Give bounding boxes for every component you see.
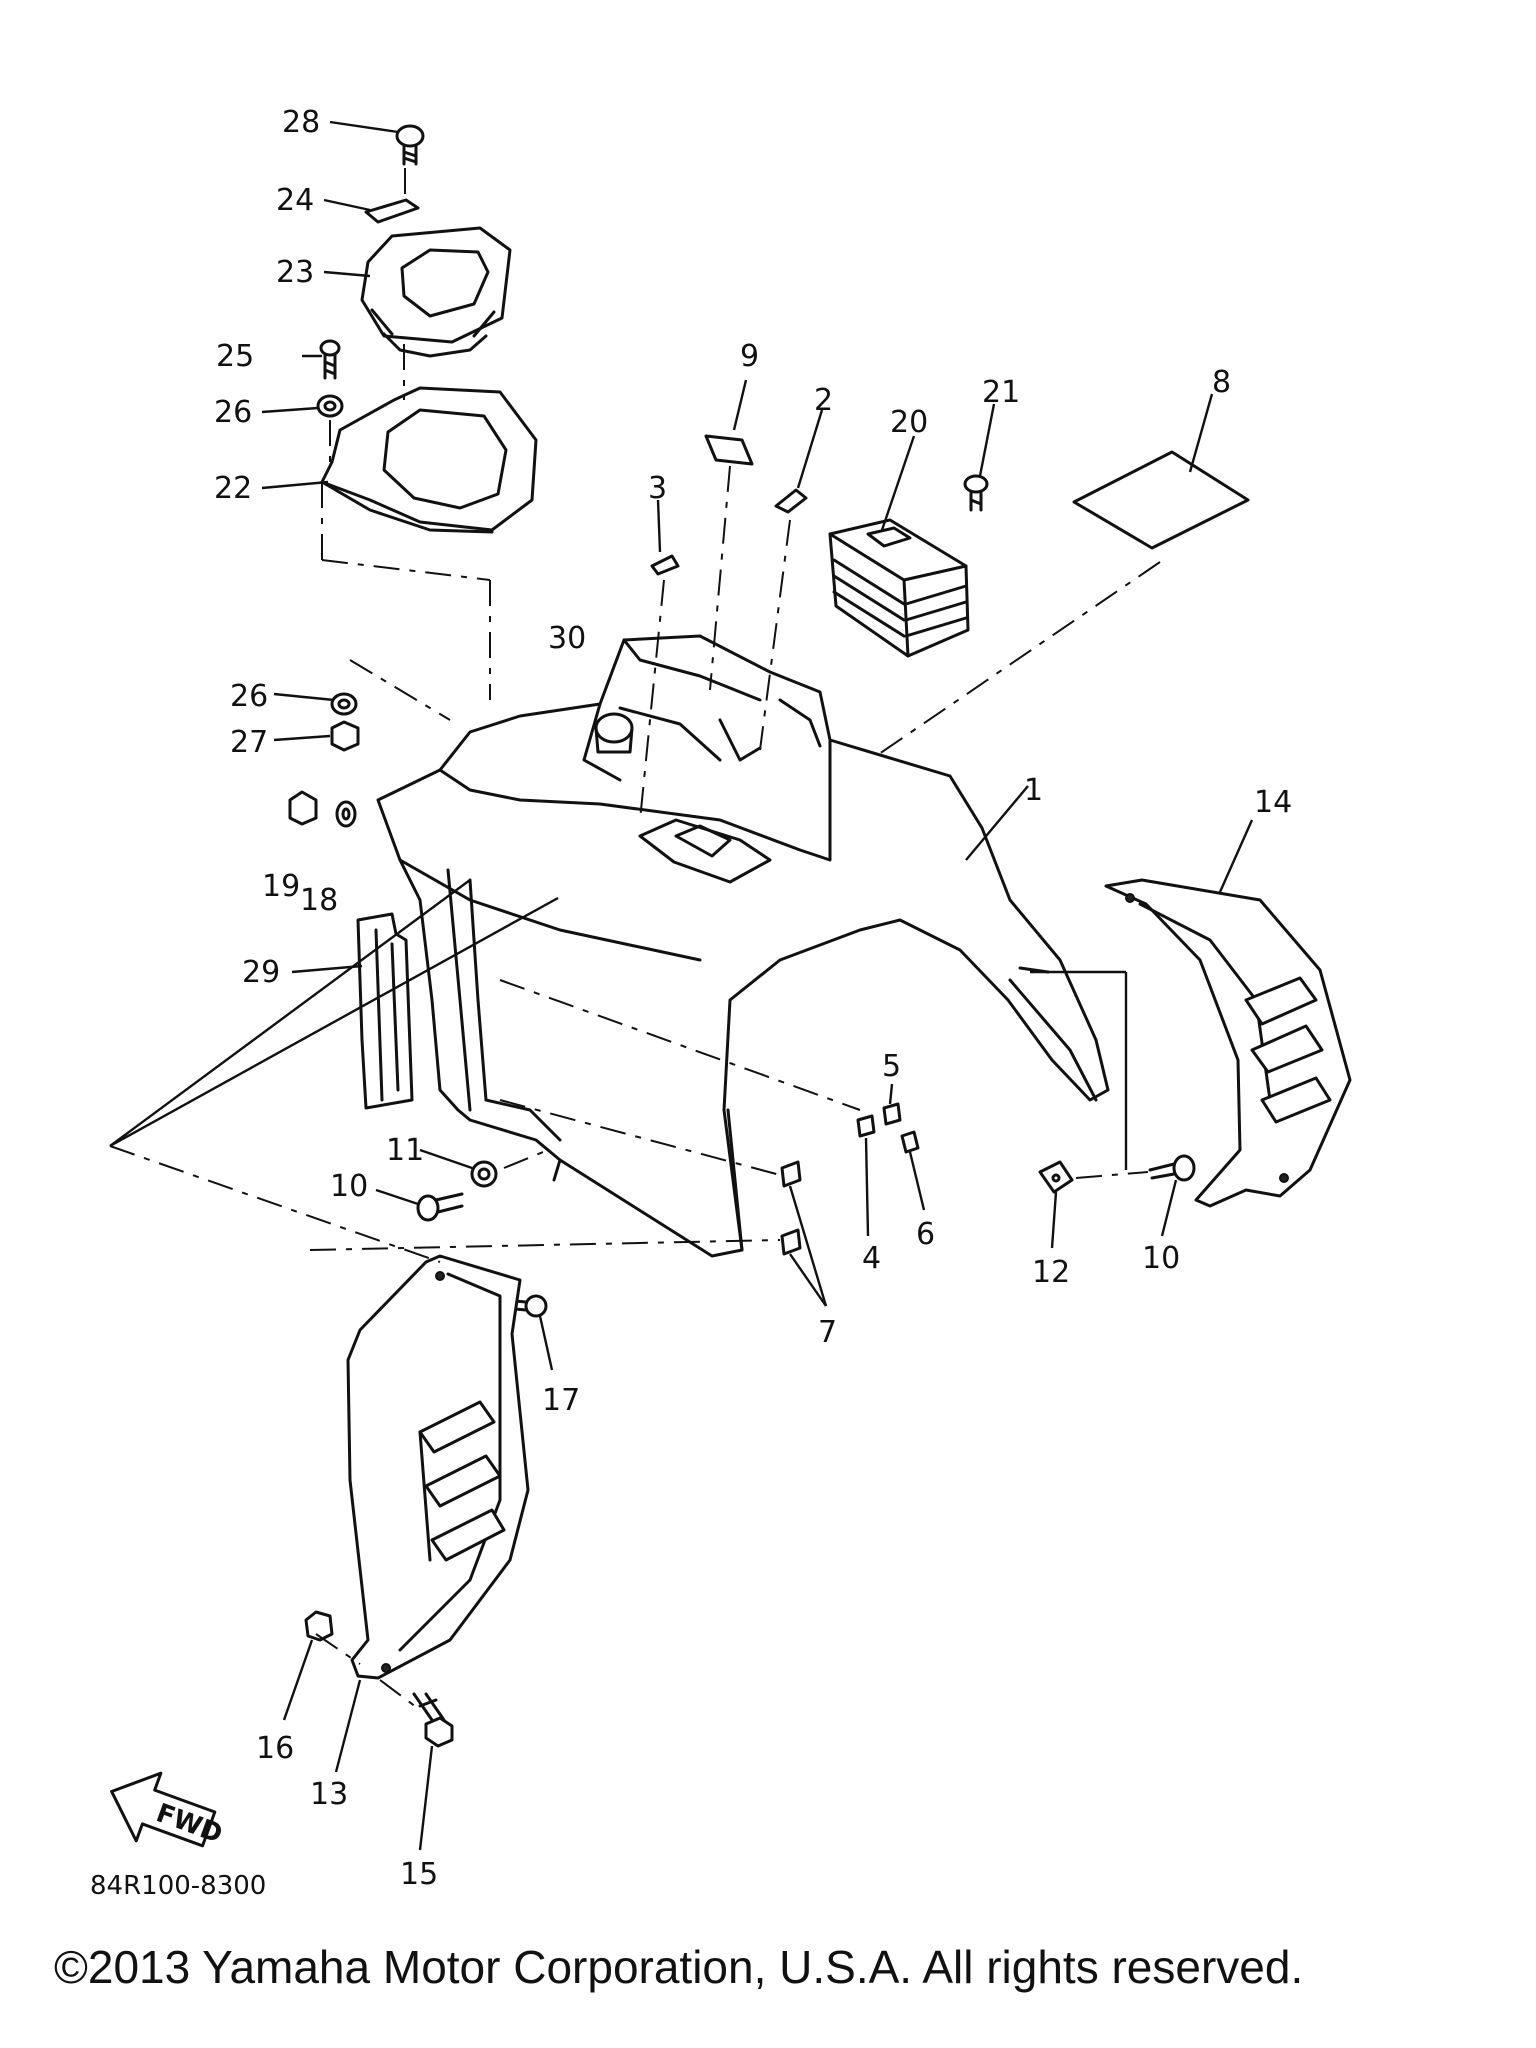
callout-28: 28: [282, 105, 320, 140]
fwd-arrow-icon: FWD: [110, 1771, 226, 1850]
part-22-bezel: [320, 386, 538, 534]
callout-16: 16: [256, 1731, 294, 1766]
part-1-fender: [376, 634, 1110, 1258]
callout-5: 5: [882, 1049, 901, 1084]
callout-12: 12: [1032, 1255, 1070, 1290]
part-19-nut: [288, 790, 318, 826]
part-10-bolt-left: [416, 1192, 464, 1222]
callout-17: 17: [542, 1383, 580, 1418]
part-2-pad: [774, 488, 808, 514]
callout-3: 3: [648, 471, 667, 506]
part-14-side-panel-right: [1104, 878, 1352, 1208]
part-21-screw: [963, 474, 989, 512]
part-5-clip: [882, 1102, 902, 1126]
callout-25: 25: [216, 339, 254, 374]
callout-29: 29: [242, 955, 280, 990]
callout-8: 8: [1212, 365, 1231, 400]
callout-26-top: 26: [214, 395, 252, 430]
callout-19: 19: [262, 869, 300, 904]
copyright-notice: ©2013 Yamaha Motor Corporation, U.S.A. A…: [54, 1941, 1304, 1993]
part-13-side-panel-left: [346, 1254, 530, 1680]
part-code: 84R100-8300: [90, 1871, 266, 1901]
callout-9: 9: [740, 339, 759, 374]
callout-20: 20: [890, 405, 928, 440]
callout-22: 22: [214, 471, 252, 506]
callout-21: 21: [982, 375, 1020, 410]
callout-4: 4: [862, 1241, 881, 1276]
part-7-clip-a: [780, 1160, 802, 1188]
part-24-plate: [364, 198, 420, 224]
part-15-bolt: [412, 1692, 454, 1748]
callout-6: 6: [916, 1217, 935, 1252]
callout-13: 13: [310, 1777, 348, 1812]
part-9-pad: [704, 434, 754, 466]
part-29-bracket: [356, 912, 414, 1110]
callout-10-left: 10: [330, 1169, 368, 1204]
part-20-box: [828, 518, 970, 658]
callout-15: 15: [400, 1857, 438, 1892]
callout-7: 7: [818, 1315, 837, 1350]
callout-26-left: 26: [230, 679, 268, 714]
part-8-sheet: [1072, 450, 1250, 550]
part-30-grommet: [594, 712, 634, 754]
callout-1: 1: [1024, 773, 1043, 808]
callout-10-right: 10: [1142, 1241, 1180, 1276]
callout-24: 24: [276, 183, 314, 218]
callout-11: 11: [386, 1133, 424, 1168]
callout-14: 14: [1254, 785, 1292, 820]
part-12-nut: [1038, 1160, 1074, 1194]
callout-27: 27: [230, 725, 268, 760]
part-18-washer: [335, 800, 357, 828]
part-27-nut: [330, 720, 360, 752]
part-11-nut: [470, 1160, 498, 1188]
part-6-clip: [900, 1130, 920, 1154]
part-10-bolt-right: [1148, 1154, 1196, 1182]
part-16-nut: [304, 1610, 334, 1642]
callout-18: 18: [300, 883, 338, 918]
callout-30: 30: [548, 621, 586, 656]
part-4-clip: [856, 1114, 876, 1138]
part-26-washer-top: [316, 394, 344, 418]
part-26-nut-left: [330, 692, 358, 716]
part-7-clip-b: [780, 1228, 802, 1256]
part-23-cover: [360, 226, 512, 358]
callout-23: 23: [276, 255, 314, 290]
part-28-screw: [395, 124, 425, 166]
part-25-bolt: [319, 339, 341, 380]
part-3-pad: [650, 554, 680, 576]
callout-2: 2: [814, 383, 833, 418]
